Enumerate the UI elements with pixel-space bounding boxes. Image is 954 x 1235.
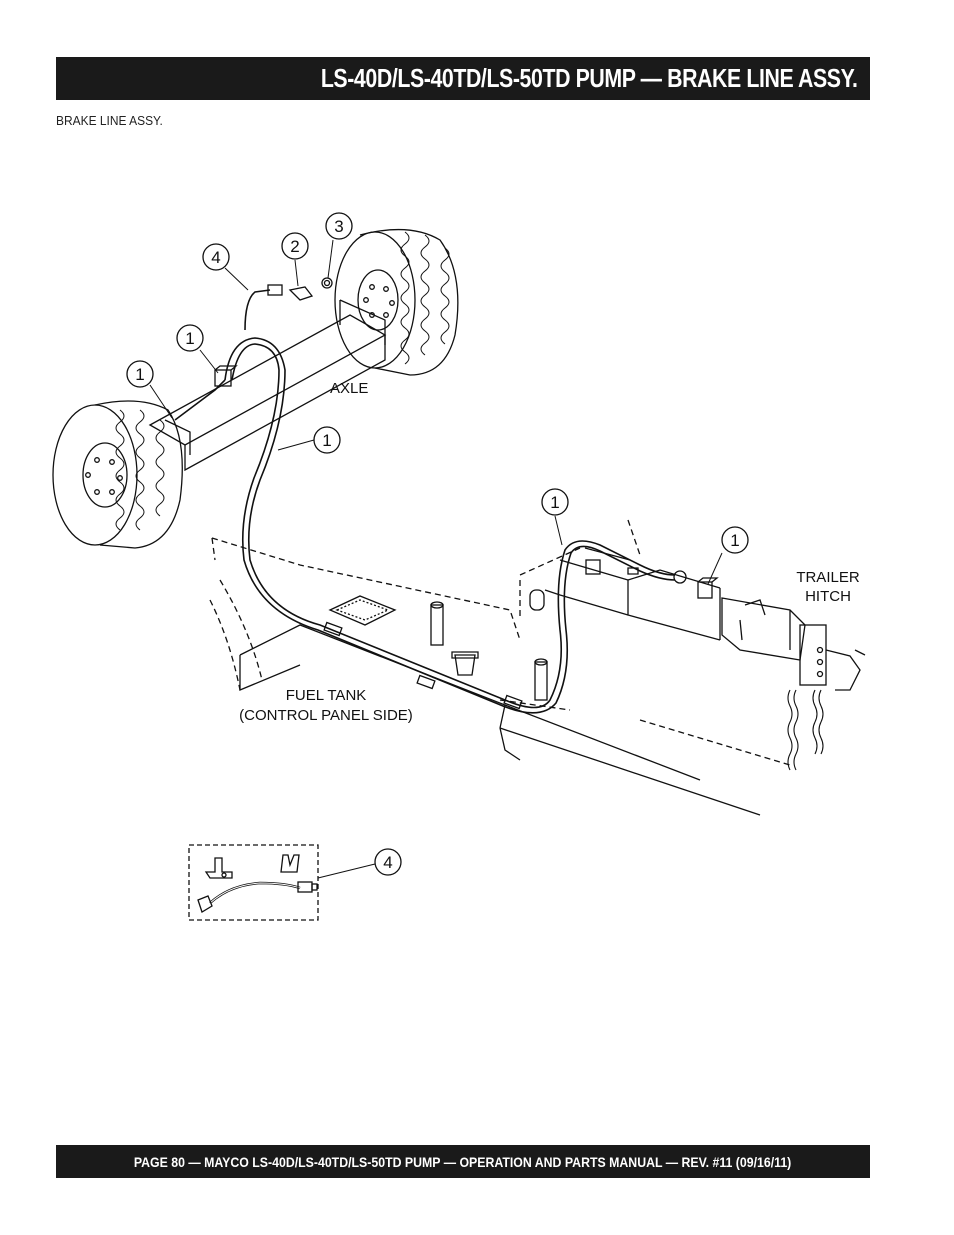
brake-line-fittings xyxy=(214,277,719,710)
axle-beam xyxy=(148,299,387,472)
trailer-hitch-label-line1: TRAILER xyxy=(796,569,860,586)
callout-4-top-number: 4 xyxy=(211,248,220,267)
fuel-tank-label-line2: (CONTROL PANEL SIDE) xyxy=(239,707,413,724)
fuel-tank-label-line1: FUEL TANK xyxy=(286,687,367,704)
left-wheel xyxy=(52,400,183,549)
page-footer-bar: PAGE 80 — MAYCO LS-40D/LS-40TD/LS-50TD P… xyxy=(56,1145,870,1178)
callout-1-left-number: 1 xyxy=(135,365,144,384)
callout-1-mid xyxy=(313,426,341,454)
callout-4-detail-number: 4 xyxy=(383,853,392,872)
callout-circles xyxy=(126,212,749,876)
callout-1-left xyxy=(126,360,154,388)
frame-dashed-outline xyxy=(209,519,791,766)
fuel-tank-fittings xyxy=(328,589,548,701)
page-footer-text: PAGE 80 — MAYCO LS-40D/LS-40TD/LS-50TD P… xyxy=(134,1153,792,1170)
callout-1-right-number: 1 xyxy=(550,493,559,512)
callout-1-mid-number: 1 xyxy=(322,431,331,450)
diagram-labels: AXLE TRAILER HITCH FUEL TANK (CONTROL PA… xyxy=(239,380,860,724)
trailer-hitch-coupler xyxy=(721,597,866,691)
trailer-hitch-label-line2: HITCH xyxy=(805,588,851,605)
callout-1-hitch xyxy=(721,526,749,554)
callout-numbers: 4 2 3 1 1 1 1 1 4 xyxy=(135,217,739,872)
section-subtitle: BRAKE LINE ASSY. xyxy=(56,113,163,128)
callout-leaders xyxy=(149,239,723,879)
callout-3 xyxy=(325,212,353,240)
axle-label: AXLE xyxy=(330,380,368,397)
safety-chains xyxy=(787,689,824,771)
detail-box-item-4 xyxy=(188,844,319,921)
callout-4-top xyxy=(202,243,230,271)
callout-1-hitch-number: 1 xyxy=(730,531,739,550)
trailer-tongue xyxy=(544,547,721,641)
callout-3-number: 3 xyxy=(334,217,343,236)
brake-line xyxy=(174,289,676,714)
callout-1-clip xyxy=(176,324,204,352)
callout-1-right xyxy=(541,488,569,516)
page-title: LS-40D/LS-40TD/LS-50TD PUMP — BRAKE LINE… xyxy=(321,63,858,93)
callout-2-number: 2 xyxy=(290,237,299,256)
callout-1-clip-number: 1 xyxy=(185,329,194,348)
right-wheel xyxy=(334,228,459,376)
page-title-bar: LS-40D/LS-40TD/LS-50TD PUMP — BRAKE LINE… xyxy=(56,57,870,100)
callout-4-detail xyxy=(374,848,402,876)
callout-2 xyxy=(281,232,309,260)
